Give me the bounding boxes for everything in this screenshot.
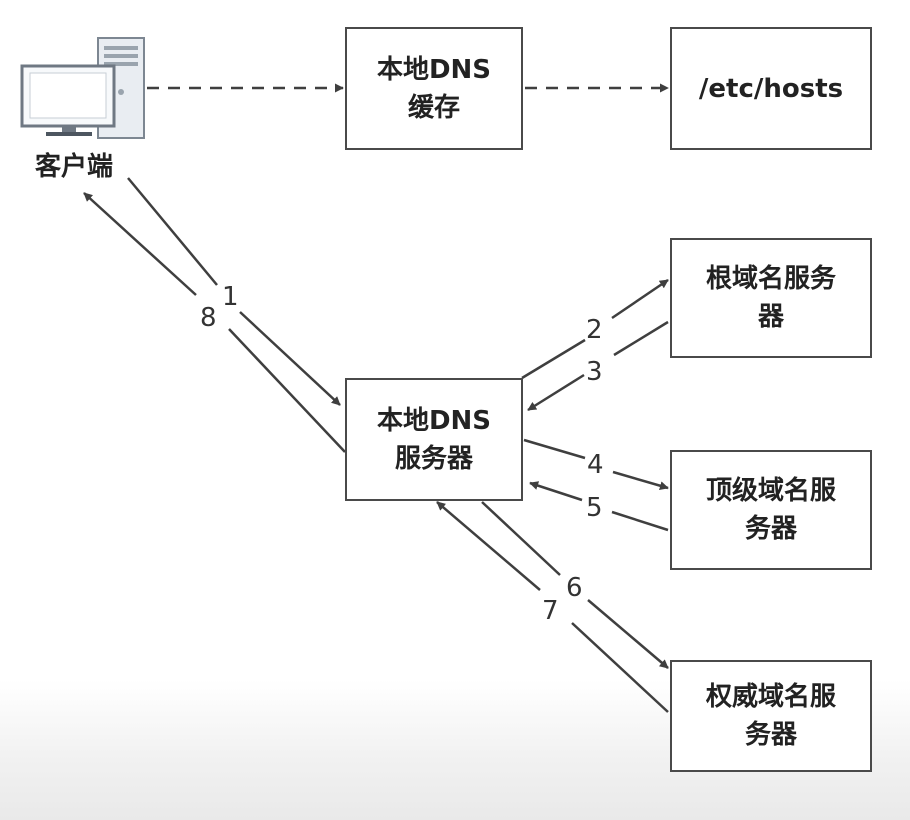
arrow-step-8 bbox=[228, 328, 346, 453]
desktop-computer-icon bbox=[20, 37, 145, 139]
arrow-step-5 bbox=[611, 510, 669, 532]
step-number-1: 1 bbox=[222, 282, 239, 312]
step-number-5: 5 bbox=[586, 493, 603, 523]
arrow-step-7 bbox=[571, 622, 669, 713]
arrow-step-7-tail bbox=[436, 501, 541, 591]
etc-hosts-box: /etc/hosts bbox=[670, 27, 872, 150]
authoritative-name-server-box: 权威域名服 务器 bbox=[670, 660, 872, 772]
step-number-8: 8 bbox=[200, 303, 217, 333]
arrow-step-1-tail bbox=[239, 311, 341, 406]
arrow-step-4 bbox=[523, 438, 586, 460]
step-number-7: 7 bbox=[542, 596, 559, 626]
local-dns-cache-box: 本地DNS 缓存 bbox=[345, 27, 523, 150]
arrow-step-5-tail bbox=[529, 481, 583, 502]
step-number-4: 4 bbox=[587, 450, 604, 480]
step-number-2: 2 bbox=[586, 315, 603, 345]
arrow-step-8-tail bbox=[83, 192, 197, 296]
arrow-step-3-tail bbox=[527, 373, 585, 412]
step-number-6: 6 bbox=[566, 573, 583, 603]
step-number-3: 3 bbox=[586, 357, 603, 387]
client-label: 客户端 bbox=[34, 152, 113, 182]
root-name-server-box: 根域名服务 器 bbox=[670, 238, 872, 358]
arrow-step-6-tail bbox=[587, 599, 669, 669]
local-dns-server-box: 本地DNS 服务器 bbox=[345, 378, 523, 501]
arrow-step-3 bbox=[613, 320, 669, 357]
arrow-step-2 bbox=[521, 338, 586, 380]
tld-name-server-box: 顶级域名服 务器 bbox=[670, 450, 872, 570]
arrow-step-4-tail bbox=[612, 470, 669, 491]
arrow-step-2-tail bbox=[611, 278, 669, 320]
arrow-step-1 bbox=[127, 177, 218, 286]
arrow-step-6 bbox=[481, 501, 561, 576]
